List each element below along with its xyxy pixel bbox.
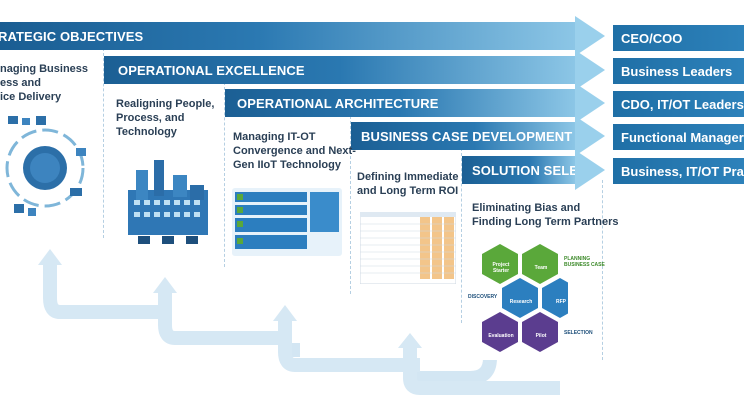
audience-label: Functional Managers, S: [621, 129, 744, 145]
hexagon-cluster: [482, 244, 568, 352]
factory-illustration: [128, 160, 208, 244]
audience-label: Business Leaders: [621, 63, 733, 79]
hexagon-label: Pilot: [535, 333, 547, 339]
strategy-cycle-illustration: [5, 116, 86, 216]
panel-title: Defining Immediate and Long Term ROI: [357, 171, 459, 197]
band-arrowhead: [575, 116, 605, 156]
hex-side-label-discovery: DISCOVERY: [468, 294, 498, 300]
band-label: BUSINESS CASE DEVELOPMENT: [361, 128, 573, 144]
band-arrowhead: [575, 150, 605, 190]
band-strategic-objectives: RATEGIC OBJECTIVES: [0, 22, 575, 50]
hexagon-label: Team: [534, 265, 548, 271]
roi-table-illustration: [360, 212, 456, 284]
audience-label: CEO/COO: [621, 30, 683, 46]
audience-tag-practitioners: Business, IT/OT Practiti: [613, 158, 744, 184]
audience-label: Business, IT/OT Practiti: [621, 163, 744, 179]
band-solution-selection: SOLUTION SELECTION: [462, 156, 619, 184]
panel-title: Managing IT-OT Convergence and Next- Gen…: [233, 131, 356, 171]
hexagon-evaluation: [482, 312, 518, 352]
hexagon-label: Project Starter: [492, 262, 510, 274]
feedback-arrow-to-panel-3: [278, 318, 420, 372]
feedback-arrow-to-panel-1: [43, 262, 170, 319]
hexagon-pilot: [522, 312, 558, 352]
audience-label: CDO, IT/OT Leaders: [621, 96, 744, 112]
hexagon-label: RFP: [556, 299, 566, 305]
hexagon-research: [502, 278, 538, 318]
audience-tag-business-leaders: Business Leaders: [613, 58, 744, 84]
audience-tag-functional-managers: Functional Managers, S: [613, 124, 744, 150]
hexagon-label: Evaluation: [488, 333, 514, 339]
band-label: OPERATIONAL ARCHITECTURE: [237, 95, 439, 111]
hexagon-team: [522, 244, 558, 284]
hex-side-label-planning: PLANNING BUSINESS CASE: [564, 256, 605, 268]
band-operational-architecture: OPERATIONAL ARCHITECTURE: [225, 89, 575, 117]
it-ot-stack-illustration: [232, 188, 342, 256]
hexagon-label: Research: [509, 299, 533, 305]
band-operational-excellence: OPERATIONAL EXCELLENCE: [104, 56, 575, 84]
feedback-arrow-to-panel-4: [403, 345, 560, 395]
feedback-arrow-1: [415, 357, 497, 385]
band-arrowhead: [575, 16, 605, 56]
audience-tag-ceo: CEO/COO: [613, 25, 744, 51]
panel-title: naging Business ess and ice Delivery: [0, 63, 89, 103]
audience-tag-cdo: CDO, IT/OT Leaders: [613, 91, 744, 117]
panel-title: Realigning People, Process, and Technolo…: [116, 98, 215, 138]
band-label: RATEGIC OBJECTIVES: [0, 28, 144, 44]
band-business-case-development: BUSINESS CASE DEVELOPMENT: [351, 122, 575, 150]
hex-side-label-selection: SELECTION: [564, 330, 593, 336]
band-label: OPERATIONAL EXCELLENCE: [118, 62, 305, 78]
panel-title: Eliminating Bias and Finding Long Term P…: [472, 202, 619, 228]
feedback-arrow-to-panel-2: [158, 290, 290, 345]
hexagon-project-starter: [482, 244, 518, 284]
hexagon-rfp: [542, 278, 568, 318]
